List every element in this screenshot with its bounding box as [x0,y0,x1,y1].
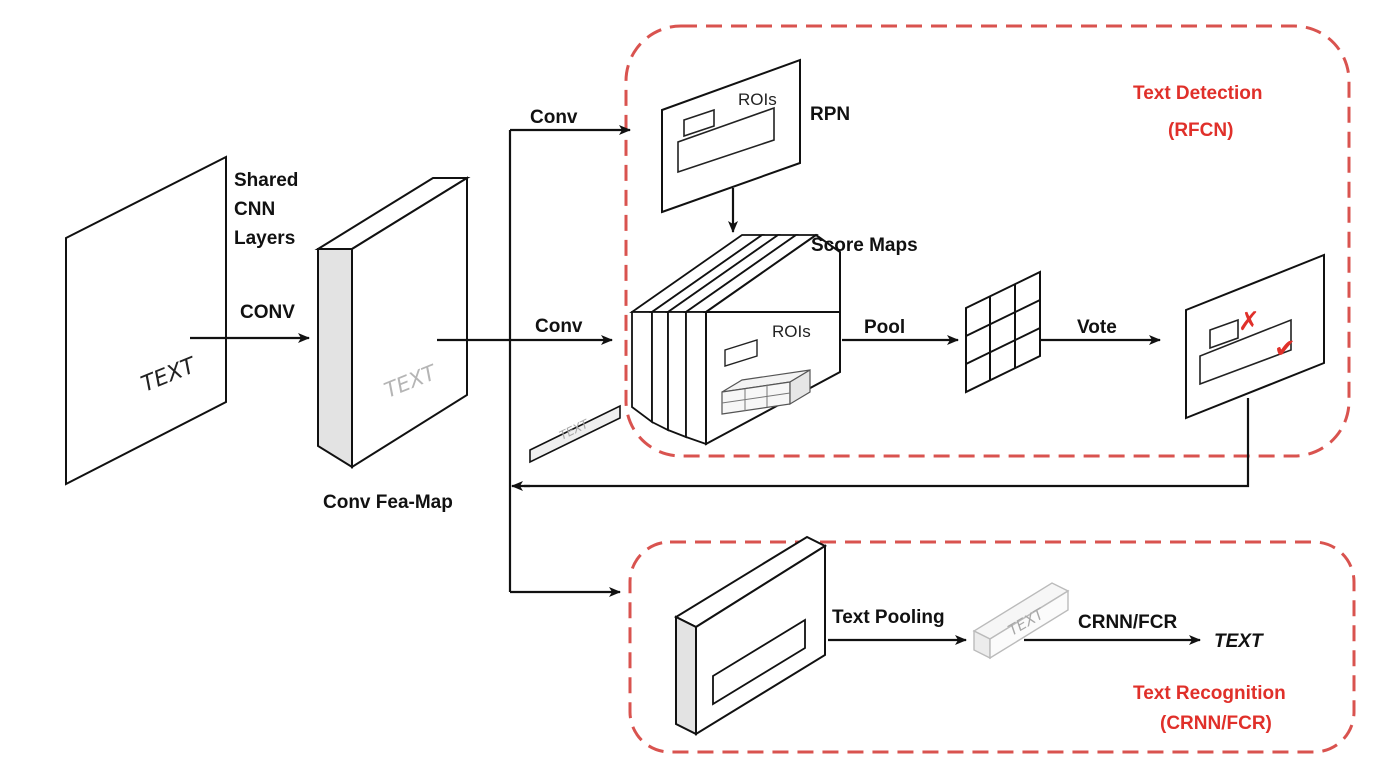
conv-rpn-label: Conv [530,107,578,128]
cropped-text-region: TEXT [529,404,621,464]
text-detection-subtitle: (RFCN) [1168,120,1233,141]
pooled-grid [965,270,1041,394]
crnn-fcr-label: CRNN/FCR [1078,612,1177,633]
vote-output-panel: ✗ ✔ [1185,253,1325,420]
conv-score-label: Conv [535,316,583,337]
input-image: TEXT [65,155,227,486]
shared-cnn-label-1: Shared [234,170,298,191]
conv-fea-map-label: Conv Fea-Map [323,492,453,513]
pooled-text-feature: TEXT [972,582,1070,660]
conv-label: CONV [240,302,295,323]
rpn-panel: ROIs [661,58,801,214]
score-maps-label: Score Maps [811,235,918,256]
score-rois-label: ROIs [772,322,811,341]
text-detection-title: Text Detection [1133,83,1263,104]
pool-label: Pool [864,317,905,338]
reject-mark: ✗ [1238,307,1260,337]
rpn-label: RPN [810,104,850,125]
feedback-path [524,398,1250,488]
shared-cnn-label-2: CNN [234,199,275,220]
rpn-rois-label: ROIs [738,90,777,109]
text-recognition-title: Text Recognition [1133,683,1286,704]
text-pooling-label: Text Pooling [832,607,945,628]
vote-label: Vote [1077,317,1117,338]
score-maps-stack: ROIs [629,233,841,446]
text-recognition-subtitle: (CRNN/FCR) [1160,713,1272,734]
text-detection-region [624,24,1351,458]
conv-feature-map: TEXT [314,176,471,469]
shared-cnn-label-3: Layers [234,228,295,249]
recognized-text-output: TEXT [1214,631,1264,652]
recognition-feature-box [673,535,828,736]
accept-mark: ✔ [1274,334,1296,364]
